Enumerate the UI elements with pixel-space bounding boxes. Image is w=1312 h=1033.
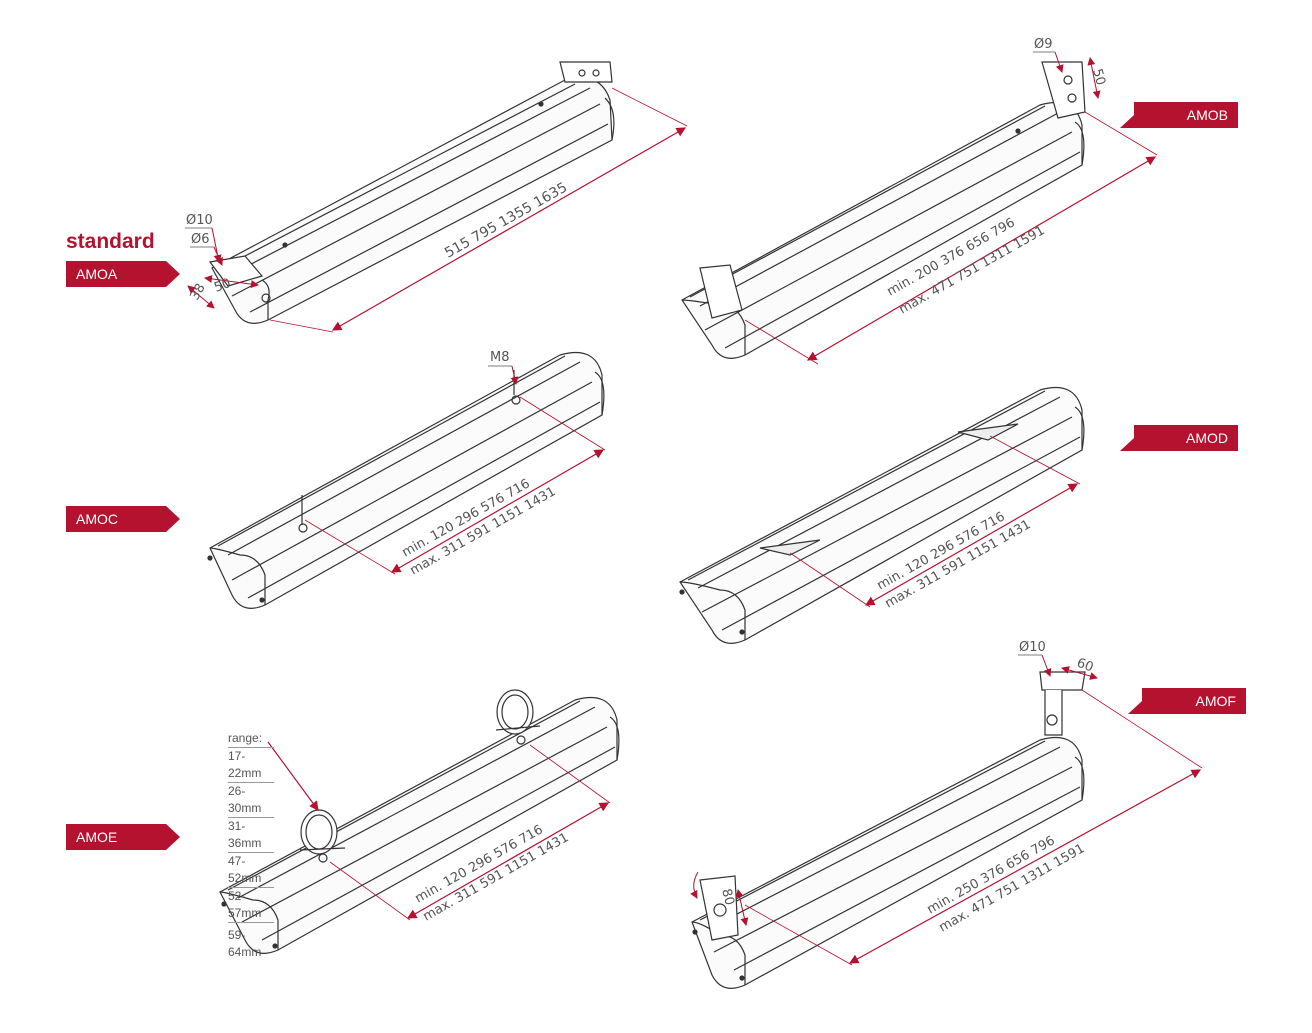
tag-amof: AMOF xyxy=(1128,688,1246,714)
tag-amoc: AMOC xyxy=(66,506,180,532)
tag-amod: AMOD xyxy=(1120,425,1238,451)
amob-diameter-9: Ø9 xyxy=(1034,37,1053,52)
amob-width-50: 50 xyxy=(1089,67,1108,87)
amof-height-80: 80 xyxy=(718,887,737,907)
heater-amob xyxy=(681,61,1086,359)
heater-amoe xyxy=(219,689,620,954)
amoc-thread-m8: M8 xyxy=(490,350,510,365)
range-item: 26-30mm xyxy=(228,783,274,818)
amoe-range-list: range: 17-22mm 26-30mm 31-36mm 47-52mm 5… xyxy=(228,730,274,961)
range-item: 31-36mm xyxy=(228,818,274,853)
amoa-height-38: 38 xyxy=(187,281,208,303)
standard-label: standard xyxy=(66,230,155,253)
tag-amoe: AMOE xyxy=(66,824,180,850)
heater-amof xyxy=(691,671,1086,989)
amof-diameter-10: Ø10 xyxy=(1019,640,1046,655)
amoa-width-50: 50 xyxy=(212,276,233,296)
range-item: 17-22mm xyxy=(228,748,274,783)
amoa-diameter-6: Ø6 xyxy=(191,232,210,247)
range-item: 59-64mm xyxy=(228,928,262,959)
tag-amoa: AMOA xyxy=(66,261,180,287)
range-item: 52-57mm xyxy=(228,888,274,923)
amoa-diameter-10: Ø10 xyxy=(186,213,213,228)
range-item: 47-52mm xyxy=(228,853,274,888)
heater-amoc xyxy=(207,351,605,609)
range-title: range: xyxy=(228,730,274,748)
tag-amob: AMOB xyxy=(1120,102,1238,128)
amof-width-60: 60 xyxy=(1075,656,1096,676)
